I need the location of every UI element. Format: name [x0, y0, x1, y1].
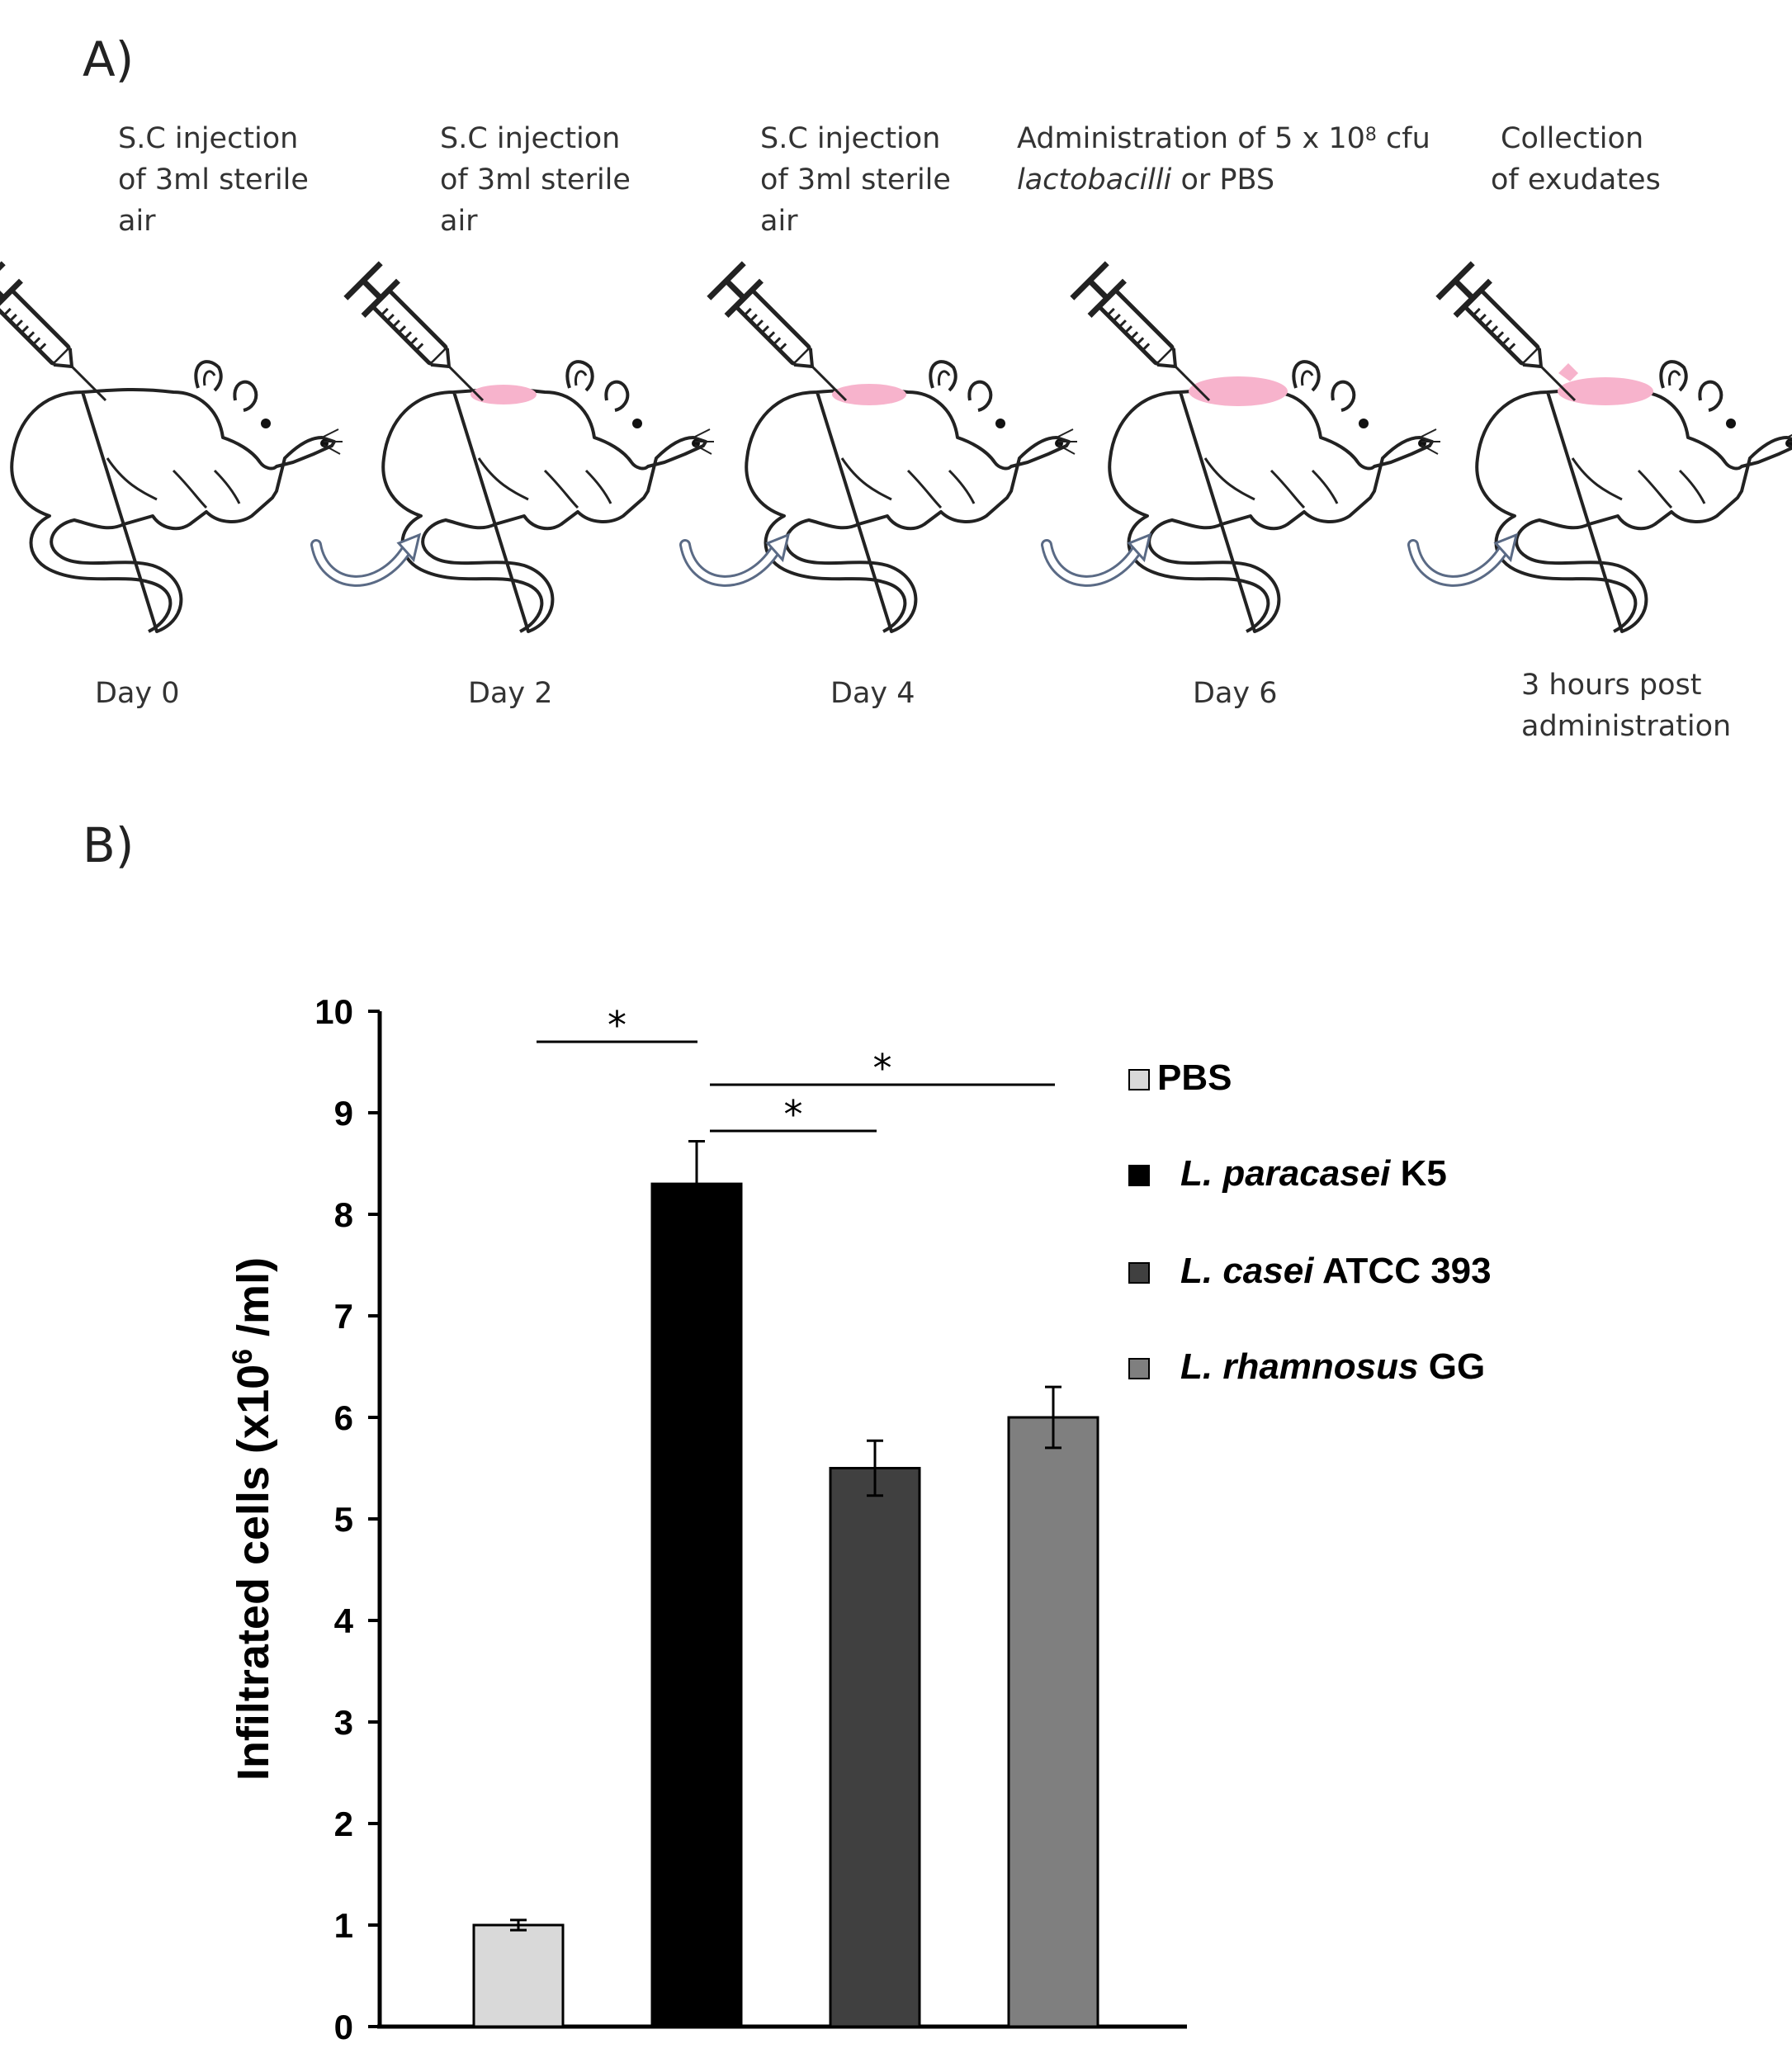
step-2-description: S.C injection of 3ml sterile air [440, 118, 631, 242]
step-3-line-2: of 3ml sterile [760, 163, 951, 196]
day-label-post: 3 hours post administration [1521, 669, 1732, 743]
syringe-5-fill [1558, 363, 1578, 381]
y-tick-label: 9 [334, 1094, 353, 1133]
legend-swatch-3 [1128, 1262, 1150, 1284]
legend-swatch-4 [1128, 1358, 1150, 1379]
y-axis-label: Infiltrated cells (x106 /ml) [227, 1257, 278, 1781]
day-label-0: Day 0 [95, 677, 180, 710]
air-pouch-3 [832, 384, 906, 405]
day-label-4: Day 4 [830, 677, 915, 710]
step-2-line-2: of 3ml sterile [440, 163, 631, 196]
step-1-line-2: of 3ml sterile [118, 163, 309, 196]
significance-star-3: * [784, 1092, 803, 1137]
y-tick-label: 10 [314, 992, 353, 1031]
step-3-line-1: S.C injection [760, 122, 941, 155]
day-label-2: Day 2 [468, 677, 553, 710]
air-pouch-5 [1558, 377, 1653, 405]
legend-label-4: L. rhamnosus GG [1180, 1346, 1485, 1387]
bar-1 [472, 1923, 565, 2028]
legend-label-3: L. casei ATCC 393 [1180, 1251, 1492, 1291]
legend-label-1: PBS [1157, 1057, 1232, 1098]
y-tick-label: 6 [334, 1398, 353, 1437]
step-1-line-1: S.C injection [118, 122, 299, 155]
significance-star-1: * [608, 1003, 626, 1048]
step-1-line-3: air [118, 205, 156, 238]
panel-b-label: B) [83, 817, 135, 873]
panel-a-label: A) [83, 31, 135, 88]
step-2-line-3: air [440, 205, 478, 238]
y-tick-label: 5 [334, 1500, 353, 1539]
significance-star-2: * [873, 1046, 892, 1090]
y-tick-label: 8 [334, 1195, 353, 1234]
y-tick-label: 2 [334, 1805, 353, 1843]
step-4-line-1: Administration of 5 x 108 cfu [1017, 122, 1430, 155]
y-tick-label: 7 [334, 1297, 353, 1336]
protocol-illustration [0, 0, 1792, 633]
step-2-line-1: S.C injection [440, 122, 621, 155]
step-3-description: S.C injection of 3ml sterile air [760, 118, 951, 242]
step-1-description: S.C injection of 3ml sterile air [118, 118, 309, 242]
bar-4 [1007, 1416, 1099, 2028]
day-label-6: Day 6 [1193, 677, 1278, 710]
step-4-description: Administration of 5 x 108 cfu lactobacil… [1017, 118, 1430, 201]
legend-label-2: L. paracasei K5 [1180, 1153, 1447, 1194]
step-5-description: Collection of exudates [1491, 118, 1661, 201]
air-pouch-4 [1189, 376, 1288, 406]
y-tick-label: 0 [334, 2008, 353, 2046]
y-tick-label: 4 [334, 1601, 354, 1640]
bar-2 [650, 1182, 743, 2028]
y-tick-label: 1 [334, 1906, 353, 1945]
legend-swatch-2 [1128, 1165, 1150, 1186]
step-3-line-3: air [760, 205, 798, 238]
bar-3 [829, 1467, 921, 2028]
step-5-line-1: Collection [1501, 122, 1644, 155]
legend-swatch-1 [1128, 1069, 1150, 1090]
step-4-line-2: lactobacilli or PBS [1017, 163, 1275, 196]
step-5-line-2: of exudates [1491, 163, 1661, 196]
air-pouch-2 [470, 385, 537, 404]
y-tick-label: 3 [334, 1703, 353, 1742]
